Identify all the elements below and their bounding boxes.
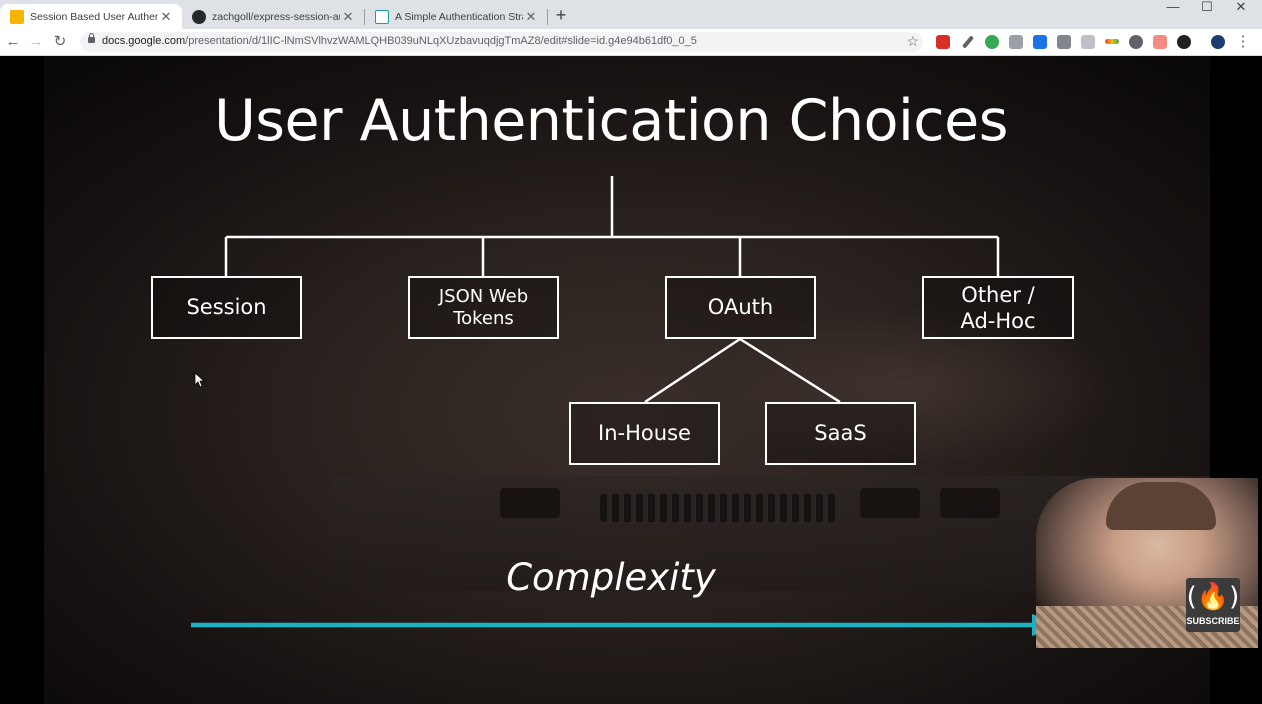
document-icon [375,9,389,24]
extension-runner-icon[interactable] [1009,35,1023,49]
browser-toolbar: ← → ↻ docs.google.com/presentation/d/1lI… [0,29,1262,56]
minimize-button[interactable]: — [1166,0,1180,14]
connector-saas [739,337,841,404]
complexity-label: Complexity [506,556,716,599]
subscribe-label: SUBSCRIBE [1186,616,1240,626]
tab-strip: Session Based User Authenticatio ✕ zachg… [0,0,1262,29]
node-other-line2: Ad-Hoc [960,308,1036,333]
github-icon [192,9,206,24]
extension-moon-icon[interactable] [1177,35,1191,49]
tab-separator [364,9,365,25]
address-bar[interactable]: docs.google.com/presentation/d/1lIC-lNmS… [80,32,923,52]
slide-title: User Authentication Choices [214,88,1008,154]
menu-kebab-icon[interactable]: ⋮ [1235,33,1251,50]
node-other-adhoc: Other / Ad-Hoc [922,276,1074,339]
node-session-label: Session [186,295,267,319]
node-oauth: OAuth [665,276,816,339]
bookmark-star-icon[interactable]: ☆ [906,33,919,49]
node-other-line1: Other / [961,282,1035,307]
url-text: docs.google.com/presentation/d/1lIC-lNmS… [102,35,697,47]
extension-red-icon[interactable] [936,35,950,49]
slide-letterbox-left [0,56,44,704]
close-icon[interactable]: ✕ [342,8,354,24]
url-host: docs.google.com [102,35,186,47]
tab-title: A Simple Authentication Strateg [395,10,523,23]
mouse-cursor-icon [194,372,206,388]
flame-icon: (🔥) [1186,582,1240,612]
new-tab-button[interactable]: + [555,5,567,25]
tab-github[interactable]: zachgoll/express-session-authen ✕ [182,4,364,29]
node-saas: SaaS [765,402,916,465]
close-icon[interactable]: ✕ [160,8,172,24]
node-session: Session [151,276,302,339]
node-oauth-label: OAuth [707,295,774,319]
node-json-web-tokens: JSON Web Tokens [408,276,559,339]
background-laptop-vents [600,494,840,522]
connector-inhouse [644,337,741,404]
tab-title: zachgoll/express-session-authen [212,10,340,23]
extension-rainbow-icon[interactable] [1105,39,1119,44]
presenter-hair [1106,482,1216,530]
background-laptop-port [860,488,920,518]
tab-session-auth[interactable]: Session Based User Authenticatio ✕ [0,4,182,29]
close-icon[interactable]: ✕ [525,8,537,24]
back-button[interactable]: ← [5,33,21,50]
node-jwt-line2: Tokens [453,307,514,329]
background-laptop-port [940,488,1000,518]
background-laptop-port [500,488,560,518]
node-inhouse-label: In-House [598,421,691,445]
tab-simple-auth-strategy[interactable]: A Simple Authentication Strateg ✕ [365,4,547,29]
extension-wallet-icon[interactable] [1057,35,1071,49]
extension-rec-icon[interactable] [1153,35,1167,49]
reload-button[interactable]: ↻ [53,33,67,50]
extension-k-icon[interactable] [1081,35,1095,49]
node-saas-label: SaaS [814,421,867,445]
extension-green-icon[interactable] [985,35,999,49]
forward-button[interactable]: → [28,33,44,50]
google-slides-icon [10,9,24,24]
maximize-button[interactable]: ☐ [1201,0,1213,14]
url-path: /presentation/d/1lIC-lNmSVlhvzWAMLQHB039… [185,35,697,47]
profile-avatar-icon[interactable] [1211,35,1225,49]
extension-cloud-icon[interactable] [1129,35,1143,49]
subscribe-badge[interactable]: (🔥) SUBSCRIBE [1186,578,1240,632]
tab-title: Session Based User Authenticatio [30,10,158,23]
eyedropper-icon[interactable] [961,35,975,49]
background-hand-blur [700,306,1120,466]
node-in-house: In-House [569,402,720,465]
node-jwt-line1: JSON Web [438,285,529,307]
window-close-button[interactable]: ✕ [1235,0,1247,14]
tab-separator [547,9,548,25]
extension-iq-icon[interactable] [1033,35,1047,49]
lock-icon [88,33,95,43]
